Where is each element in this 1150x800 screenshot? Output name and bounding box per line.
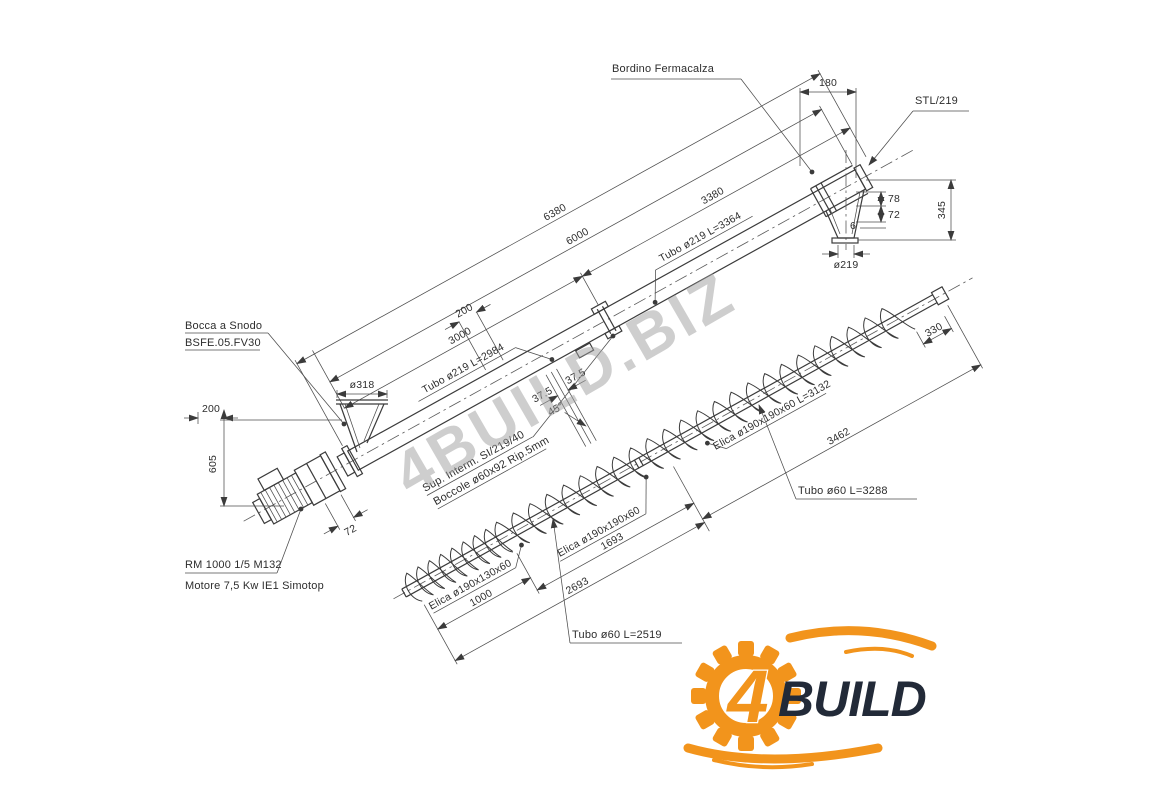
gear-ring xyxy=(705,655,787,737)
dim-330: 330 xyxy=(923,320,945,339)
motor-fins xyxy=(260,475,309,523)
dim-200-left: 200 xyxy=(202,403,220,415)
logo-numeral: 4 xyxy=(725,655,768,738)
label-gearbox: RM 1000 1/5 M132 xyxy=(185,559,282,571)
logo-wordmark: BUILD xyxy=(778,671,926,727)
logo-swoosh-bottom-echo xyxy=(712,758,814,770)
dim-605: 605 xyxy=(207,455,219,473)
label-bsfe: BSFE.05.FV30 xyxy=(185,337,261,349)
label-motor: Motore 7,5 Kw IE1 Simotop xyxy=(185,580,324,592)
motor-terminal-box xyxy=(257,467,285,492)
gearmotor xyxy=(251,454,341,525)
tube-dimension-lines xyxy=(296,73,851,535)
dim-diameter-219: ø219 xyxy=(834,259,859,271)
conveyor-tube-group: 6380 6000 3000 3380 200 72 Tubo ø219 L=2… xyxy=(243,70,913,539)
outlet-dims: 180 345 78 72 6 xyxy=(799,77,956,241)
dim-345: 345 xyxy=(936,201,948,219)
inlet-position-dims: 200 605 xyxy=(184,403,342,507)
gear-icon xyxy=(691,641,801,751)
label-tubo219-right: Tubo ø219 L=3364 xyxy=(657,210,743,265)
logo-swoosh-top-echo xyxy=(844,646,914,658)
top-callouts: Bordino Fermacalza STL/219 xyxy=(611,63,969,175)
logo-swoosh-bottom xyxy=(683,743,883,764)
dim-6: 6 xyxy=(850,220,856,232)
logo-swoosh-top xyxy=(785,626,937,651)
left-callouts: Bocca a Snodo BSFE.05.FV30 RM 1000 1/5 M… xyxy=(185,320,347,592)
label-bordino: Bordino Fermacalza xyxy=(612,63,715,75)
dim-78: 78 xyxy=(888,193,900,205)
gearbox xyxy=(293,454,341,507)
shaft-end xyxy=(930,285,950,306)
tube-extension-lines xyxy=(294,70,867,530)
inlet-hopper: ø318 xyxy=(336,379,388,453)
dim-180: 180 xyxy=(819,77,837,89)
screw-dimension-lines xyxy=(436,327,982,662)
outlet-spout: ø219 xyxy=(822,150,870,271)
logo-4build: 4 BUILD xyxy=(683,626,937,770)
shaft-joint xyxy=(633,459,640,469)
dim-3462: 3462 xyxy=(825,426,852,448)
label-tubo60-right: Tubo ø60 L=3288 xyxy=(798,485,888,497)
dim-200-mid: 200 xyxy=(454,301,476,320)
motor-endcap xyxy=(251,497,273,525)
dim-72-right: 72 xyxy=(888,209,900,221)
dim-diameter-318: ø318 xyxy=(350,379,375,391)
screw-centerline xyxy=(393,277,973,600)
label-tubo60-left: Tubo ø60 L=2519 xyxy=(572,629,662,641)
label-bocca-snodo: Bocca a Snodo xyxy=(185,320,262,332)
bordino-ring xyxy=(815,185,832,215)
label-stl: STL/219 xyxy=(915,95,958,107)
dim-2693: 2693 xyxy=(564,575,591,597)
shaft-callouts: Tubo ø60 L=2519 Tubo ø60 L=3288 xyxy=(550,404,917,644)
dim-72-coupling: 72 xyxy=(342,522,358,538)
label-elica-mid: Elica ø190x190x60 xyxy=(555,504,642,559)
